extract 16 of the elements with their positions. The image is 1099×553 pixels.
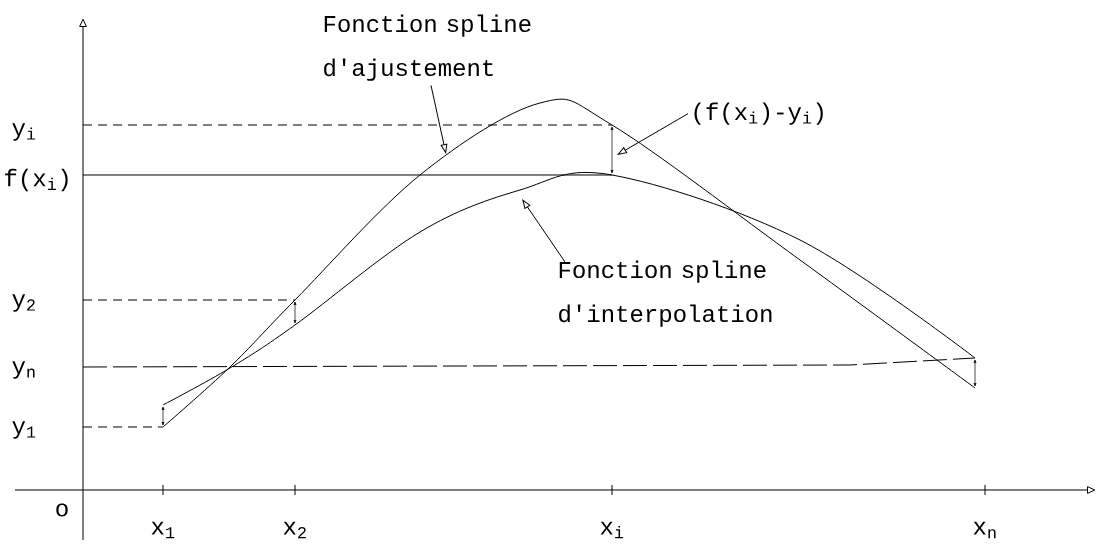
callout-text: Fonction spline d'interpolation (559, 260, 772, 327)
axis-label: y$_{1}$ (12, 421, 36, 439)
leader-arrow (522, 199, 566, 263)
axis-label: y$_{n}$ (12, 361, 35, 379)
callout-text: (f(x$_{i}$)-y$_{i}$) (694, 102, 823, 125)
axis-label: x$_{n}$ (973, 521, 996, 539)
leader-arrow (430, 84, 448, 153)
axis-label: x$_{i}$ (600, 521, 624, 539)
axis-label: y$_{i}$ (12, 123, 36, 141)
axis-label: o (56, 503, 68, 517)
axis-label: f(x$_{i}$) (5, 168, 68, 192)
axis-label: x$_{1}$ (151, 521, 175, 539)
callout-text: Fonction spline d'ajustement (324, 14, 531, 81)
leader-arrow (617, 113, 689, 155)
axis-label: x$_{2}$ (283, 521, 306, 539)
axis-label: y$_{2}$ (12, 294, 35, 312)
